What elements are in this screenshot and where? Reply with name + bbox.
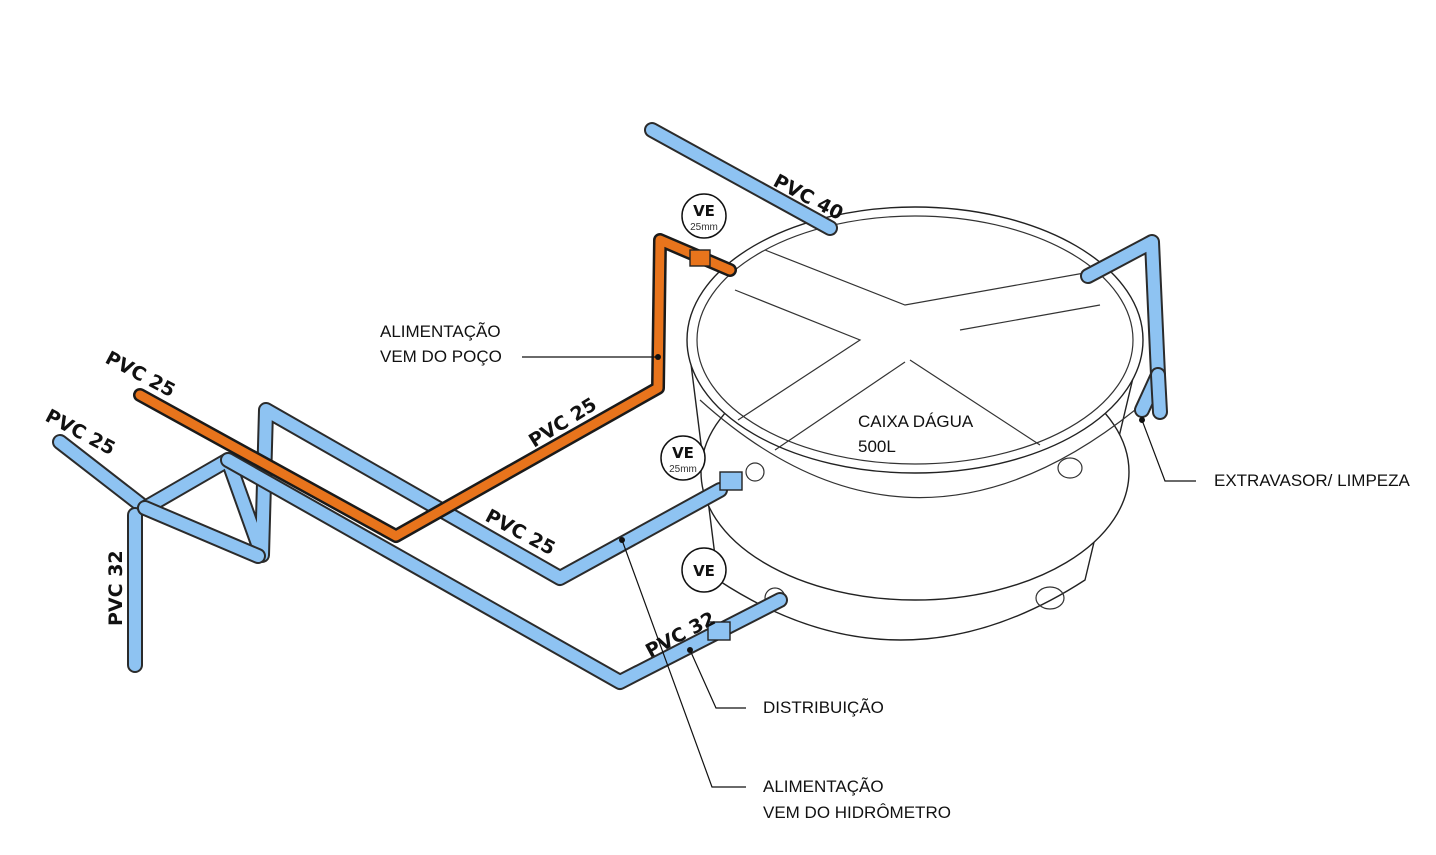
callout-poco-line2: VEM DO POÇO <box>380 347 502 366</box>
blue-pipes <box>52 122 1168 690</box>
valve-marker-2: VE 25mm <box>660 435 706 481</box>
water-tank <box>686 206 1144 641</box>
tank-name-line1: CAIXA DÁGUA <box>858 412 974 431</box>
callout-hidro-line1: ALIMENTAÇÃO <box>763 777 884 796</box>
valve-1-sub: 25mm <box>690 222 718 233</box>
tank-name-line2: 500L <box>858 437 896 456</box>
orange-pipes <box>133 233 737 543</box>
callout-poco-line1: ALIMENTAÇÃO <box>380 322 501 341</box>
callout-extravasor: EXTRAVASOR/ LIMPEZA <box>1214 471 1411 490</box>
valve-marker-3: VE <box>681 547 727 593</box>
valve-1-title: VE <box>693 202 715 220</box>
valve-marker-1: VE 25mm <box>681 193 727 239</box>
label-pvc32-vertical: PVC 32 <box>105 550 127 626</box>
valve-3-title: VE <box>693 562 715 580</box>
valve-2-title: VE <box>672 444 694 462</box>
callout-hidro-line2: VEM DO HIDRÔMETRO <box>763 803 951 822</box>
callout-distribuicao: DISTRIBUIÇÃO <box>763 698 884 717</box>
valve-2-sub: 25mm <box>669 464 697 475</box>
